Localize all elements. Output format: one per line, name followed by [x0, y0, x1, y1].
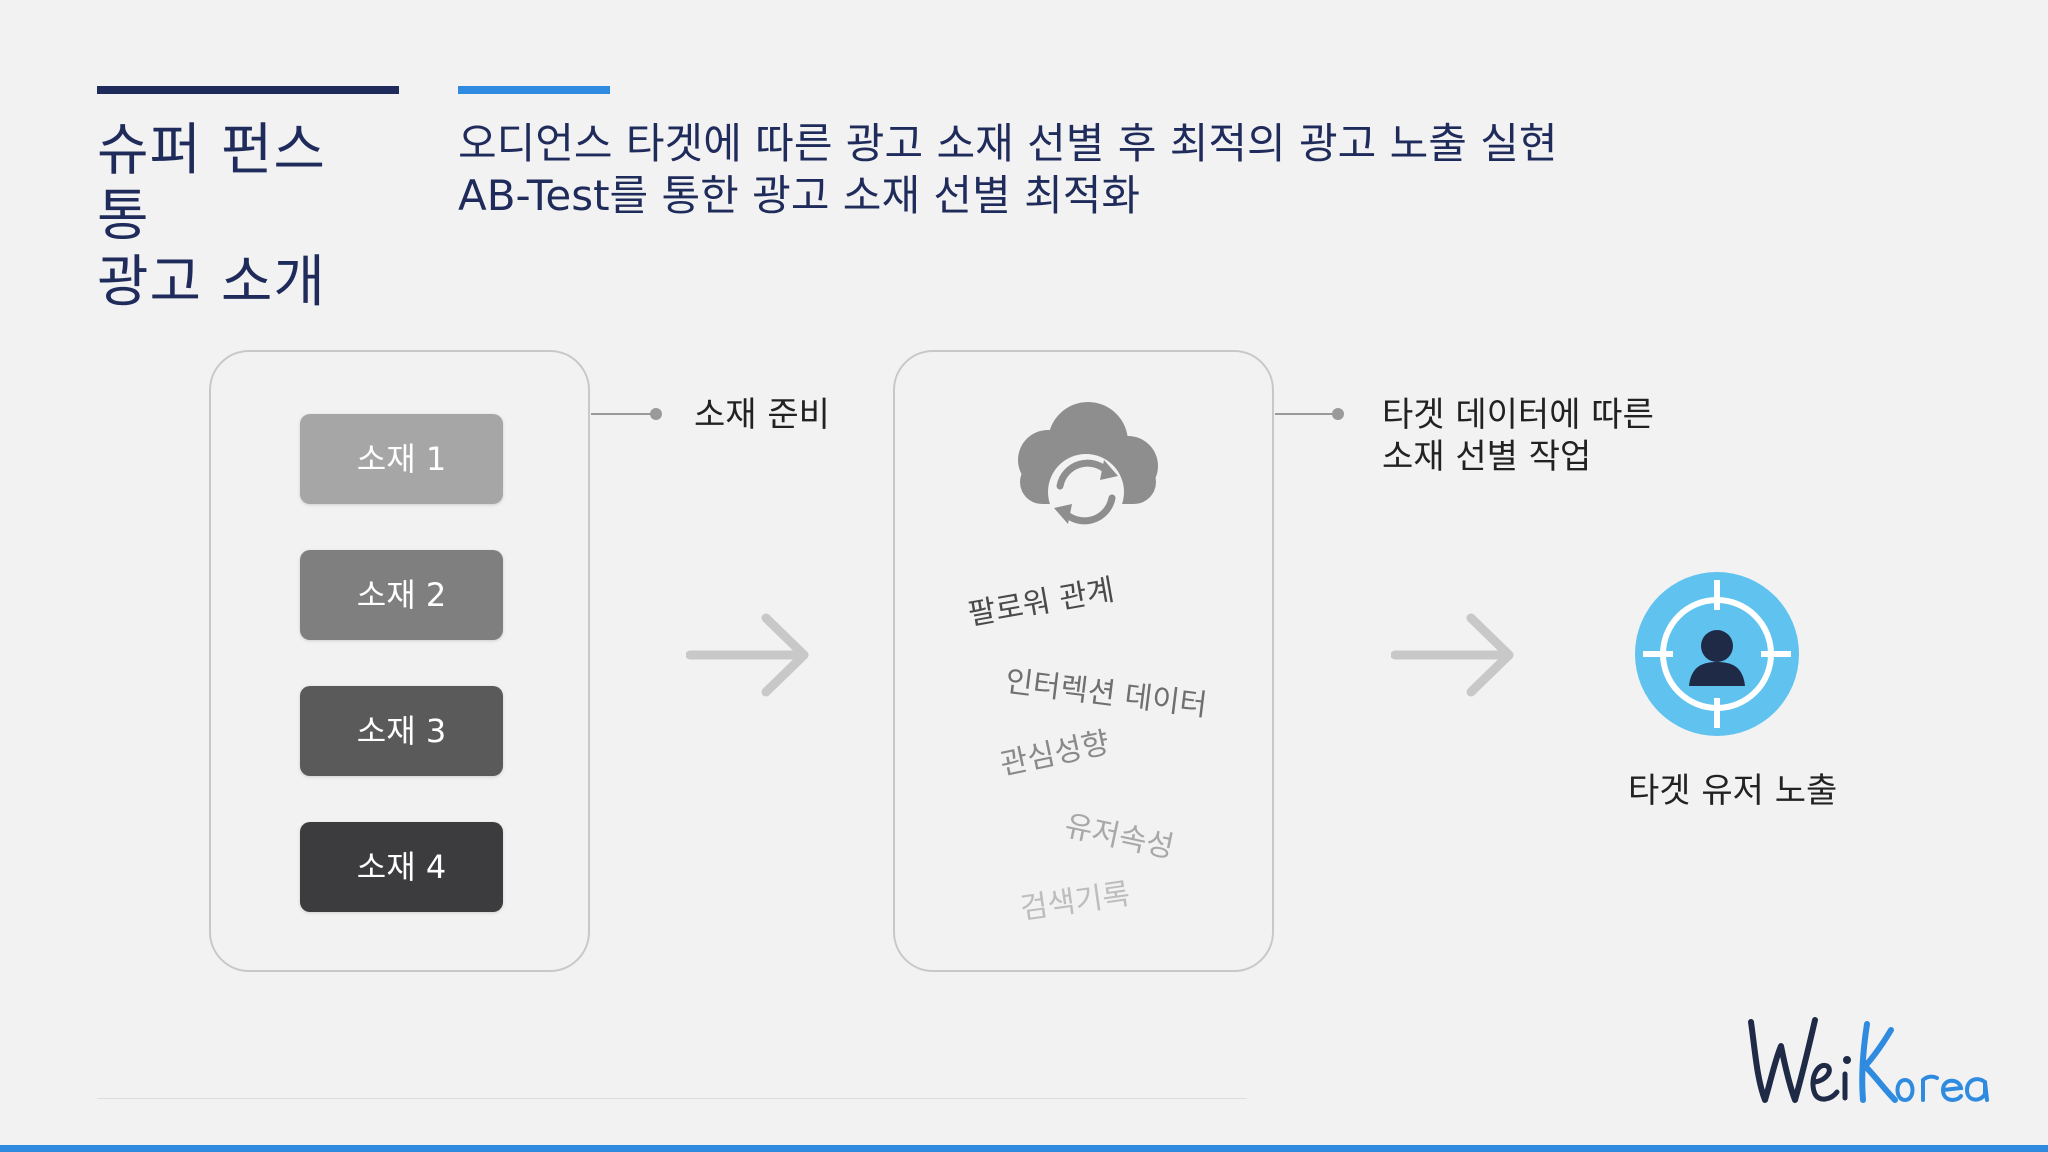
connector-dot-select [1332, 408, 1344, 420]
connector-line-select [1275, 413, 1337, 415]
page-title-line-2: 통 [97, 184, 150, 249]
brand-logo [1745, 1010, 1995, 1114]
creative-4: 소재 4 [300, 822, 503, 912]
step-label-select-line-2: 소재 선별 작업 [1382, 437, 1592, 477]
creative-2: 소재 2 [300, 550, 503, 640]
page-subtitle: 오디언스 타겟에 따른 광고 소재 선별 후 최적의 광고 노출 실현 AB-T… [458, 118, 1858, 222]
step-label-select-line-1: 타겟 데이터에 따른 [1382, 395, 1654, 435]
step-label-select: 타겟 데이터에 따른 소재 선별 작업 [1382, 394, 1654, 478]
subtitle-line-1: 오디언스 타겟에 따른 광고 소재 선별 후 최적의 광고 노출 실현 [458, 119, 1558, 168]
footer-divider [97, 1098, 1247, 1099]
target-user-icon [1633, 570, 1801, 742]
step-label-prep: 소재 준비 [694, 395, 830, 435]
connector-dot-prep [650, 408, 662, 420]
arrow-right-icon [1391, 610, 1517, 700]
creative-3: 소재 3 [300, 686, 503, 776]
cloud-sync-icon [1008, 398, 1164, 538]
subtitle-accent-bar [458, 86, 610, 94]
arrow-right-icon [686, 610, 812, 700]
page-title-line-3: 광고 소개 [97, 250, 326, 315]
connector-line-prep [591, 413, 655, 415]
creative-1: 소재 1 [300, 414, 503, 504]
page-title: 슈퍼 펀스 통 광고 소개 [97, 118, 427, 316]
footer-accent-bar [0, 1145, 2048, 1152]
page-title-line-1: 슈퍼 펀스 [97, 118, 326, 183]
step-label-target: 타겟 유저 노출 [1628, 771, 1838, 811]
title-accent-bar [97, 86, 399, 94]
subtitle-line-2: AB-Test를 통한 광고 소재 선별 최적화 [458, 171, 1140, 220]
